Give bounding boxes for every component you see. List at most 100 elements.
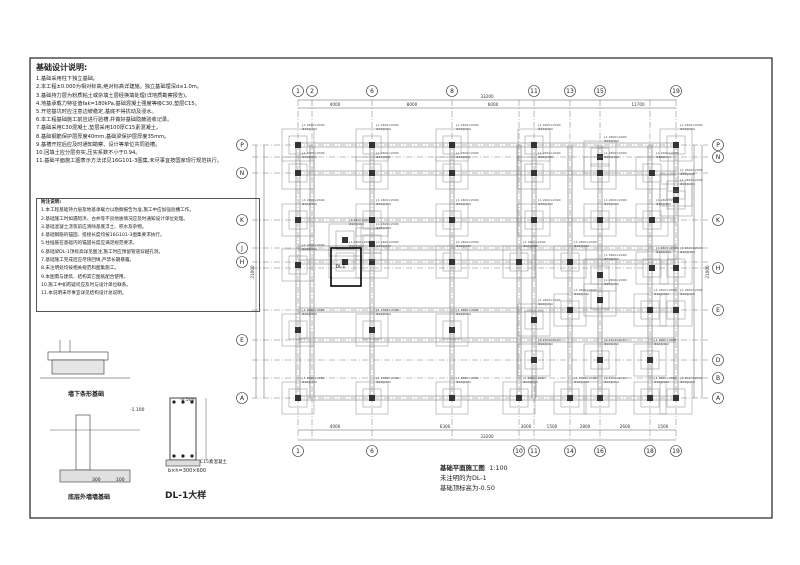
footing-rebar-24: Φ12@150 xyxy=(523,244,538,248)
grid-top-6-2-text: 6 xyxy=(370,88,374,95)
grid-bottom-18-6-text: 18 xyxy=(646,448,654,455)
footing-outer-16 xyxy=(517,203,551,237)
left-overall-dim: 21000 xyxy=(250,265,255,279)
footing-rebar-18: Φ12@150 xyxy=(656,202,671,206)
plan-title-block: 基础平面施工图 1:100 未注明的为DL-1 基础顶标高为-0.50 xyxy=(440,463,508,493)
footing-outer-44 xyxy=(659,381,693,415)
footing-rebar-8: Φ12@150 xyxy=(456,155,471,159)
grid-right-N-1-text: N xyxy=(716,154,721,161)
footing-outer-6 xyxy=(281,156,315,190)
special-note-line-6: 6.基础梁DL-1顶标高详见图注,施工时应预留管道穿越孔洞。 xyxy=(41,249,164,255)
footing-outer-5 xyxy=(659,128,693,162)
footing-rebar-39: Φ12@150 xyxy=(456,380,471,384)
design-note-line-8: 8.基础钢筋保护层厚度40mm,基础梁保护层厚度35mm。 xyxy=(36,133,170,140)
column-30 xyxy=(369,327,375,333)
footing-rebar-17: Φ12@150 xyxy=(604,202,619,206)
footing-inner-39 xyxy=(442,388,462,408)
footing-outer-47 xyxy=(633,343,667,377)
column-44 xyxy=(673,395,679,401)
footing-label-15: J-1 2400×2400 xyxy=(455,198,479,202)
footing-label-23: J-1 2400×2400 xyxy=(455,240,479,244)
footing-inner-9 xyxy=(524,163,544,183)
dl1-caption: DL-1大样 xyxy=(165,491,207,501)
footing-rebar-25: Φ12@150 xyxy=(574,244,589,248)
column-8 xyxy=(449,170,455,176)
grid-right-D-5-circle xyxy=(712,354,724,366)
column-22 xyxy=(369,259,375,265)
column-1 xyxy=(369,142,375,148)
footing-label-42: J-1 2400×2400 xyxy=(603,376,627,380)
footing-rebar-34: Φ12@150 xyxy=(604,282,619,286)
footing-rebar-47: Φ12@150 xyxy=(654,342,669,346)
column-14 xyxy=(369,217,375,223)
footing-inner-5 xyxy=(666,135,686,155)
footing-outer-13 xyxy=(281,203,315,237)
special-note-line-1: 1.本工程基础持力层及地基承载力以勘察报告为准,施工中应加强验槽工作。 xyxy=(41,208,194,214)
grid-top-13-5-circle xyxy=(564,85,576,97)
footing-label-19: J-1 2400×2400 xyxy=(679,178,703,182)
design-note-line-9: 9.基槽开挖后应及时通知勘察、设计等单位共同验槽。 xyxy=(36,141,161,148)
footing-label-36: J-1 2400×2400 xyxy=(679,288,703,292)
footing-label-33: J-1 2400×2400 xyxy=(573,288,597,292)
footing-rebar-20: Φ12@150 xyxy=(302,247,317,251)
grid-bottom-1-0-text: 1 xyxy=(296,448,300,455)
footing-label-27: J-1 2400×2400 xyxy=(655,246,679,250)
dl1-level-top: -0.500 xyxy=(180,398,195,403)
footing-inner-25 xyxy=(560,252,580,272)
special-note-line-11: 11.本说明未尽事宜详见结构设计总说明。 xyxy=(41,291,127,297)
footing-label-13: J-1 2400×2400 xyxy=(301,198,325,202)
footing-outer-0 xyxy=(281,128,315,162)
footing-rebar-38: Φ12@150 xyxy=(376,380,391,384)
footing-label-28: J-1 2400×2400 xyxy=(679,246,703,250)
footing-inner-46 xyxy=(590,350,610,370)
grid-right-B-6-circle xyxy=(712,372,724,384)
footing-rebar-6: Φ12@150 xyxy=(302,155,317,159)
grid-top-19-7-text: 19 xyxy=(672,88,680,95)
footing-label-26: J-1 2400×2400 xyxy=(603,253,627,257)
bottom-overall-dim: 33200 xyxy=(480,434,494,439)
footing-outer-20 xyxy=(281,248,315,282)
footing-outer-46 xyxy=(583,343,617,377)
grid-bottom-10-2-circle xyxy=(513,445,525,457)
design-notes-heading: 基础设计说明: xyxy=(36,63,88,72)
grid-left-K-2-text: K xyxy=(240,217,245,224)
grid-top-2-1-circle xyxy=(306,85,318,97)
column-7 xyxy=(369,170,375,176)
footing-rebar-41: Φ12@150 xyxy=(574,380,589,384)
footing-inner-17 xyxy=(590,210,610,230)
bottom-dim-2: 3000 xyxy=(521,424,532,429)
grid-top-11-4-circle xyxy=(528,85,540,97)
column-33 xyxy=(567,307,573,313)
footing-inner-35 xyxy=(640,300,660,320)
grid-top-8-3-text: 8 xyxy=(450,88,454,95)
top-dim-1: 8000 xyxy=(407,102,418,107)
footing-inner-21 xyxy=(335,252,355,272)
footing-rebar-3: Φ12@150 xyxy=(538,127,553,131)
footing-rebar-40: Φ12@150 xyxy=(523,380,538,384)
top-dim-3: 11700 xyxy=(631,102,645,107)
footing-label-39: J-1 2400×2400 xyxy=(455,376,479,380)
footing-outer-17 xyxy=(583,203,617,237)
footing-inner-49 xyxy=(335,230,355,250)
footing-label-31: J-1 2400×2400 xyxy=(455,308,479,312)
footing-label-2: J-1 2400×2400 xyxy=(455,123,479,127)
footing-label-40: J-1 2400×2400 xyxy=(522,376,546,380)
footing-rebar-15: Φ12@150 xyxy=(456,202,471,206)
beam-label: DL-1 xyxy=(336,264,346,269)
footing-inner-3 xyxy=(524,135,544,155)
footing-outer-30 xyxy=(355,313,389,347)
footing-inner-16 xyxy=(524,210,544,230)
grid-top-15-6-circle xyxy=(594,85,606,97)
footing-label-0: J-1 2400×2400 xyxy=(301,123,325,127)
grid-bottom-11-3-text: 11 xyxy=(530,448,538,455)
footing-inner-8 xyxy=(442,163,462,183)
column-31 xyxy=(449,327,455,333)
footing-rebar-9: Φ12@150 xyxy=(538,155,553,159)
footing-label-22: J-1 2400×2400 xyxy=(375,240,399,244)
footing-outer-43 xyxy=(633,381,667,415)
footing-label-30: J-1 2400×2400 xyxy=(375,308,399,312)
grid-right-N-1-circle xyxy=(712,151,724,163)
column-19 xyxy=(673,197,679,203)
